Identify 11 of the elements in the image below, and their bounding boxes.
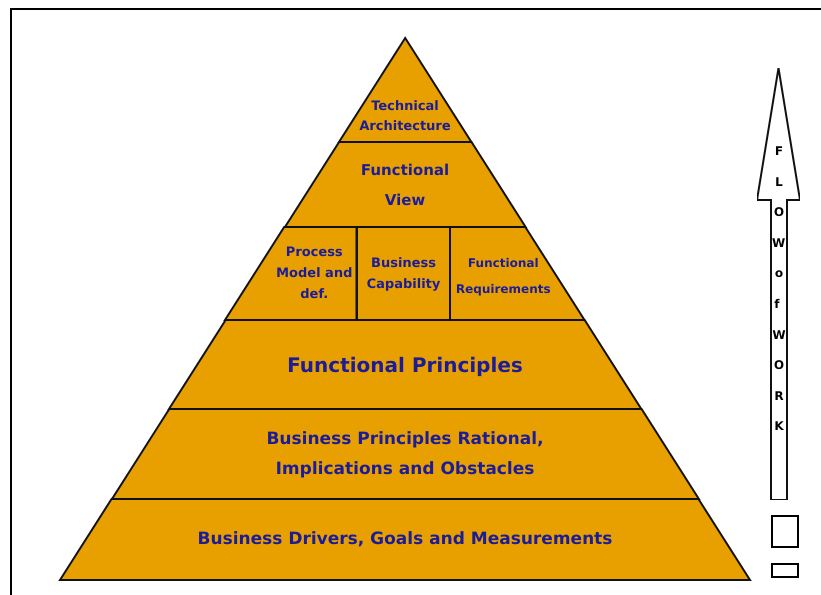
tier-label: Process Model and def. <box>275 244 354 304</box>
tier-label: Business Capability <box>366 254 442 294</box>
tier-label: Business Principles Rational, Implications and Obstacles <box>265 428 545 481</box>
tier-label: Technical Architecture <box>358 98 452 136</box>
tier-label: Business Drivers, Goals and Measurements <box>198 528 612 551</box>
vertical-label: FLOW of WORK <box>772 143 786 436</box>
tier-label: Functional Requirements <box>454 255 552 298</box>
tier-label: Functional Principles <box>287 352 523 378</box>
tier-label: Functional View <box>360 160 450 210</box>
empty-box <box>771 563 799 578</box>
empty-box <box>771 515 799 548</box>
